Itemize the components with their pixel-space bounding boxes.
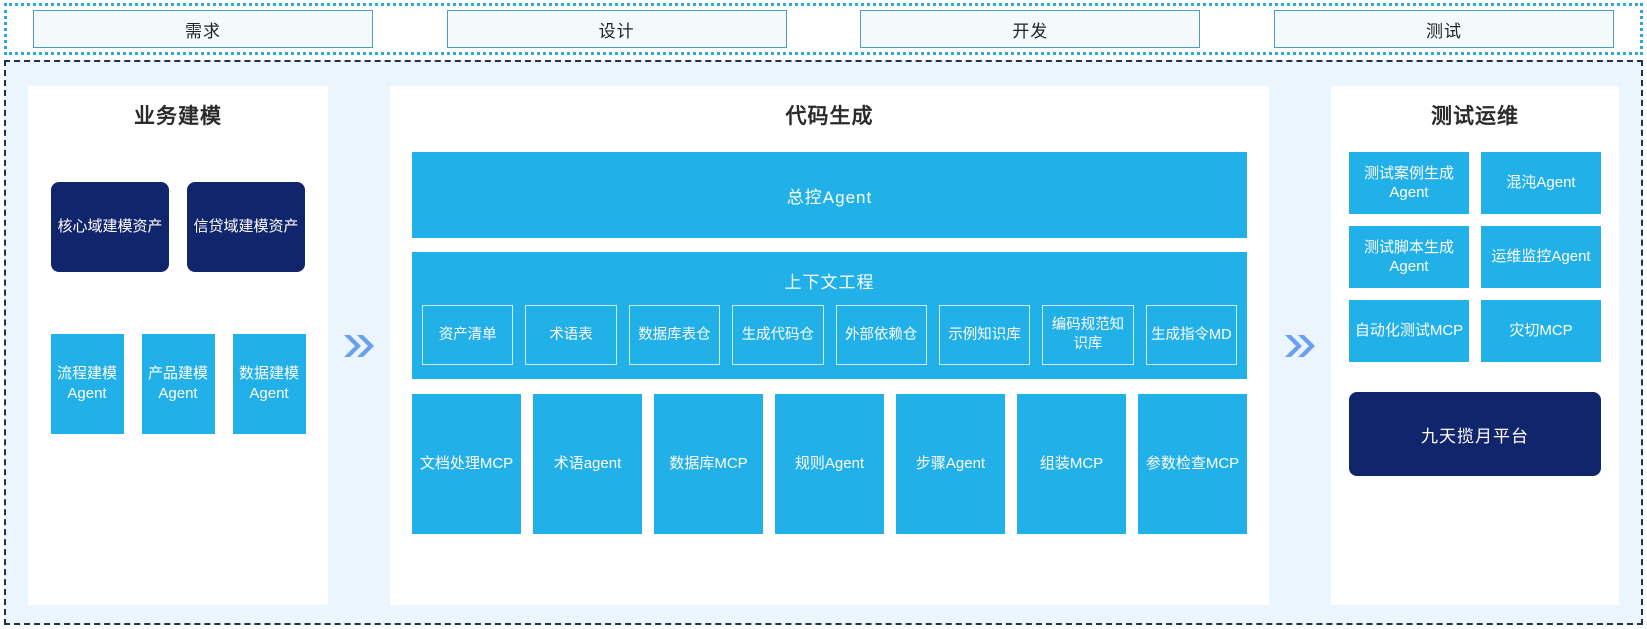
card-chaos-agent[interactable]: 混沌Agent — [1481, 152, 1601, 214]
card-label: 测试案例生成Agent — [1363, 164, 1454, 202]
controller-agent-bar[interactable]: 总控Agent — [412, 152, 1247, 238]
panel-title-test-operations: 测试运维 — [1431, 105, 1519, 128]
context-chip-label: 外部依赖仓 — [844, 326, 918, 343]
asset-card-label: 信贷域建模资产 — [193, 217, 299, 235]
tool-card-label: 术语agent — [553, 454, 622, 472]
panel-test-operations: 测试运维 测试案例生成Agent 混沌Agent 测试脚本生成Agent 运维监… — [1331, 86, 1619, 605]
context-chip-label: 生成指令MD — [1151, 326, 1232, 343]
card-label: 测试脚本生成Agent — [1363, 238, 1454, 276]
double-chevron-right-icon-left — [328, 86, 390, 605]
card-automated-test-mcp[interactable]: 自动化测试MCP — [1349, 300, 1469, 362]
context-chip-label: 数据库表仓 — [638, 326, 711, 343]
agent-card-process-modeling[interactable]: 流程建模Agent — [50, 334, 124, 434]
tool-card-document-processing-mcp[interactable]: 文档处理MCP — [412, 394, 521, 534]
context-chip-generation-instruction-md[interactable]: 生成指令MD — [1145, 305, 1237, 365]
stage-strip: 需求 设计 开发 测试 — [4, 3, 1643, 55]
stage-label: 设计 — [598, 21, 635, 41]
business-modeling-content: 核心域建模资产 信贷域建模资产 流程建模Agent 产品建模Agent 数据建模… — [28, 140, 328, 434]
card-operations-monitoring-agent[interactable]: 运维监控Agent — [1481, 226, 1601, 288]
agent-card-product-modeling[interactable]: 产品建模Agent — [141, 334, 215, 434]
context-chip-label: 资产清单 — [438, 326, 497, 343]
tool-card-label: 步骤Agent — [915, 454, 986, 472]
stage-box-development[interactable]: 开发 — [860, 10, 1201, 48]
context-chip-glossary[interactable]: 术语表 — [525, 305, 617, 365]
main-canvas: 业务建模 核心域建模资产 信贷域建模资产 流程建模Agent 产品建模Agent — [4, 60, 1643, 625]
stage-label: 需求 — [185, 21, 221, 41]
stage-box-design[interactable]: 设计 — [446, 10, 787, 48]
modeling-agent-row: 流程建模Agent 产品建模Agent 数据建模Agent — [50, 334, 306, 434]
context-chip-label: 生成代码仓 — [741, 326, 815, 343]
stage-label: 开发 — [1012, 21, 1049, 41]
card-label: 运维监控Agent — [1491, 248, 1591, 266]
stage-box-testing[interactable]: 测试 — [1273, 10, 1614, 48]
tool-card-label: 组装MCP — [1039, 454, 1104, 472]
tool-card-label: 参数检查MCP — [1145, 454, 1240, 472]
card-test-script-generation-agent[interactable]: 测试脚本生成Agent — [1349, 226, 1469, 288]
tool-card-assembly-mcp[interactable]: 组装MCP — [1017, 394, 1126, 534]
tool-card-parameter-check-mcp[interactable]: 参数检查MCP — [1138, 394, 1247, 534]
context-chip-label: 编码规范知识库 — [1051, 317, 1125, 352]
context-chip-asset-inventory[interactable]: 资产清单 — [422, 305, 514, 365]
context-chip-db-table-repo[interactable]: 数据库表仓 — [628, 305, 721, 365]
agent-card-label: 流程建模Agent — [56, 364, 117, 402]
agent-card-label: 产品建模Agent — [147, 364, 208, 402]
tool-card-rule-agent[interactable]: 规则Agent — [775, 394, 884, 534]
card-test-case-generation-agent[interactable]: 测试案例生成Agent — [1349, 152, 1469, 214]
context-engineering-block: 上下文工程 资产清单 术语表 数据库表仓 生成代码仓 — [412, 252, 1247, 379]
code-generation-content: 总控Agent 上下文工程 资产清单 术语表 数据库表仓 — [390, 140, 1269, 534]
panel-business-modeling: 业务建模 核心域建模资产 信贷域建模资产 流程建模Agent 产品建模Agent — [28, 86, 328, 605]
test-operations-card-grid: 测试案例生成Agent 混沌Agent 测试脚本生成Agent 运维监控Agen… — [1349, 152, 1601, 362]
card-jiutian-lanyue-platform[interactable]: 九天揽月平台 — [1349, 392, 1601, 476]
context-chip-example-knowledge-base[interactable]: 示例知识库 — [938, 305, 1031, 365]
controller-agent-label: 总控Agent — [786, 187, 873, 207]
stage-box-requirements[interactable]: 需求 — [33, 10, 373, 48]
context-engineering-title: 上下文工程 — [784, 273, 875, 292]
test-operations-content: 测试案例生成Agent 混沌Agent 测试脚本生成Agent 运维监控Agen… — [1331, 140, 1619, 476]
context-chip-row: 资产清单 术语表 数据库表仓 生成代码仓 外部依赖仓 — [422, 305, 1237, 365]
context-chip-coding-standard-knowledge-base[interactable]: 编码规范知识库 — [1042, 305, 1134, 365]
platform-label: 九天揽月平台 — [1421, 426, 1529, 446]
tool-card-database-mcp[interactable]: 数据库MCP — [654, 394, 763, 534]
double-chevron-right-icon-right — [1269, 86, 1331, 605]
context-chip-label: 示例知识库 — [948, 326, 1021, 343]
asset-card-label: 核心域建模资产 — [57, 217, 163, 235]
asset-card-row: 核心域建模资产 信贷域建模资产 — [51, 182, 305, 272]
tool-card-label: 规则Agent — [794, 454, 865, 472]
tool-card-label: 文档处理MCP — [419, 454, 514, 472]
agent-card-data-modeling[interactable]: 数据建模Agent — [232, 334, 306, 434]
agent-card-label: 数据建模Agent — [238, 364, 299, 402]
card-label: 自动化测试MCP — [1354, 322, 1464, 340]
context-chip-external-dependency-repo[interactable]: 外部依赖仓 — [835, 305, 927, 365]
tool-card-row: 文档处理MCP 术语agent 数据库MCP 规则Agent 步骤Agent — [412, 394, 1247, 534]
panel-title-code-generation: 代码生成 — [785, 105, 874, 128]
tool-card-label: 数据库MCP — [669, 454, 748, 472]
asset-card-core-domain[interactable]: 核心域建模资产 — [51, 182, 169, 272]
tool-card-step-agent[interactable]: 步骤Agent — [896, 394, 1005, 534]
panel-code-generation: 代码生成 总控Agent 上下文工程 资产清单 术语表 — [390, 86, 1269, 605]
asset-card-credit-domain[interactable]: 信贷域建模资产 — [187, 182, 305, 272]
card-label: 混沌Agent — [1506, 174, 1576, 192]
context-chip-generated-code-repo[interactable]: 生成代码仓 — [732, 305, 824, 365]
context-chip-label: 术语表 — [549, 326, 593, 343]
stage-label: 测试 — [1425, 21, 1462, 41]
card-label: 灾切MCP — [1509, 322, 1573, 340]
panel-title-business-modeling: 业务建模 — [134, 105, 222, 128]
card-disaster-switch-mcp[interactable]: 灾切MCP — [1481, 300, 1601, 362]
tool-card-terminology-agent[interactable]: 术语agent — [533, 394, 642, 534]
